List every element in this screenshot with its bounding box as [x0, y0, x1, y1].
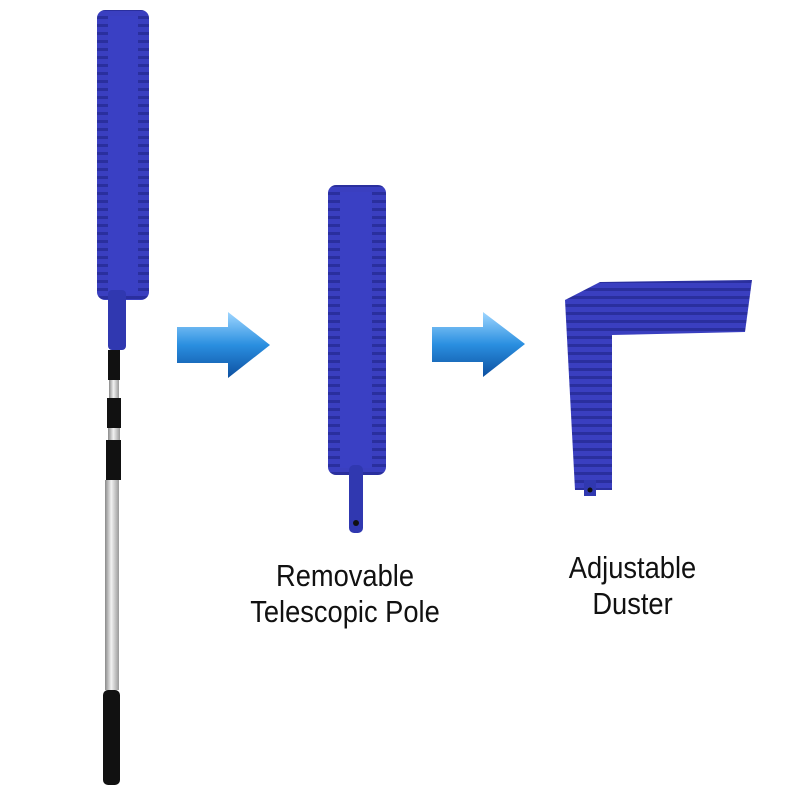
full-duster-with-pole	[97, 10, 149, 785]
caption-adjustable-duster: Adjustable Duster	[534, 550, 732, 622]
caption-line: Duster	[592, 586, 673, 621]
caption-line: Telescopic Pole	[250, 594, 440, 629]
removable-duster	[328, 185, 386, 533]
bent-duster	[565, 280, 752, 496]
arrow-right-icon	[177, 312, 270, 378]
caption-removable-pole: Removable Telescopic Pole	[231, 558, 460, 630]
caption-line: Removable	[276, 558, 414, 593]
arrow-right-icon	[432, 312, 525, 377]
caption-line: Adjustable	[568, 550, 697, 585]
